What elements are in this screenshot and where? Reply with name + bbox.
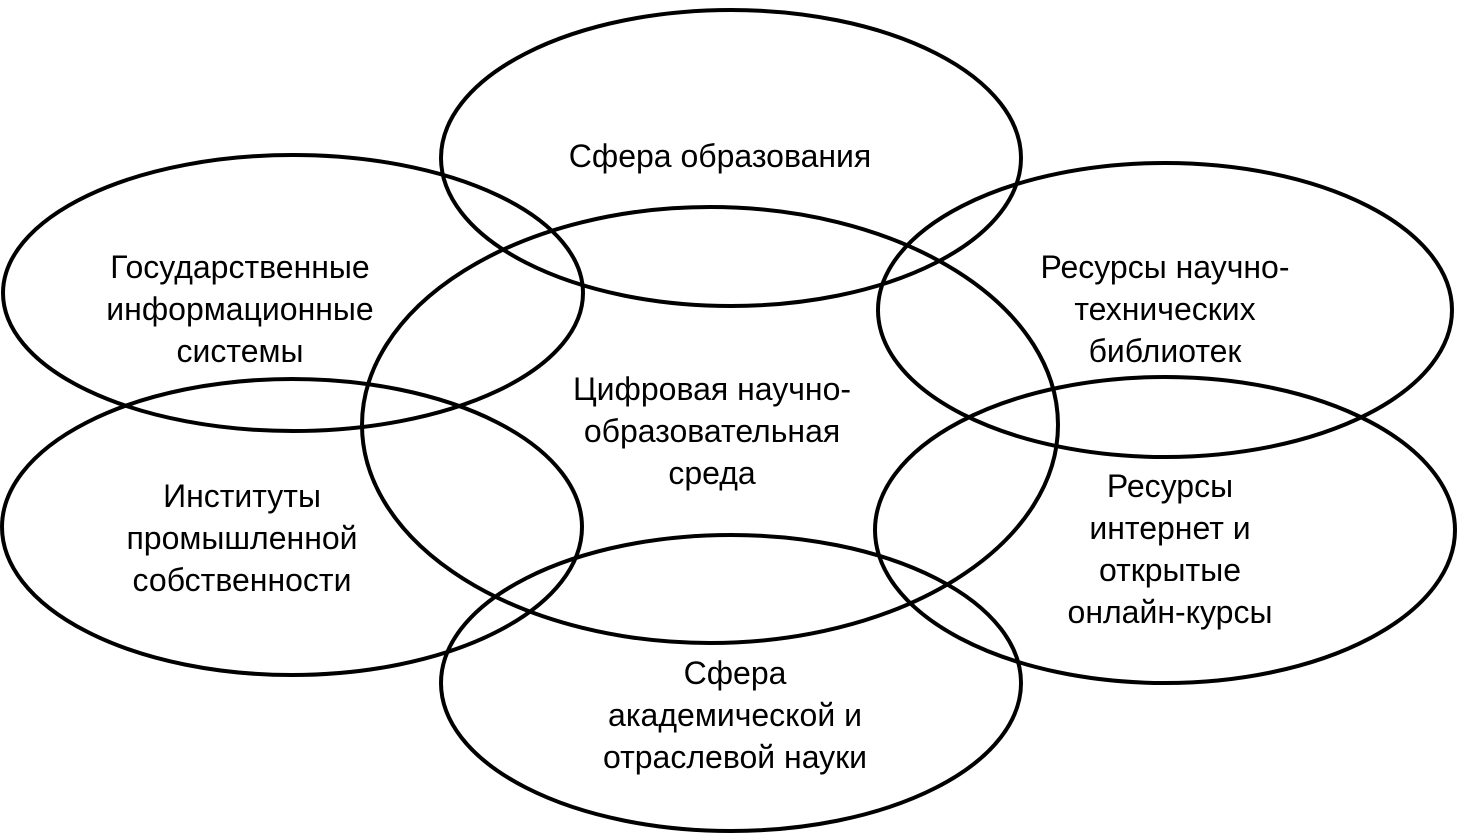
libraries-label: Ресурсы научно- технических библиотек <box>965 246 1365 372</box>
center-label: Цифровая научно- образовательная среда <box>462 368 962 494</box>
industrial-label-line: промышленной <box>126 520 358 556</box>
libraries-label-line: Ресурсы научно- <box>1040 249 1290 285</box>
ellipse-government-systems <box>1 153 585 433</box>
education-label-line: Сфера образования <box>568 138 872 174</box>
ellipse-academic-science <box>439 533 1023 833</box>
academic-label-line: академической и <box>608 697 862 733</box>
industrial-label-line: Институты <box>163 478 321 514</box>
libraries-label-line: библиотек <box>1088 333 1242 369</box>
ellipse-library-resources <box>876 161 1454 459</box>
academic-label-line: Сфера <box>683 655 787 691</box>
internet-label-line: онлайн-курсы <box>1067 594 1273 630</box>
internet-label: Ресурсы интернет и открытые онлайн-курсы <box>970 465 1370 633</box>
ellipse-industrial-property <box>0 377 584 677</box>
ellipse-digital-environment <box>360 205 1060 645</box>
internet-label-line: интернет и <box>1089 510 1251 546</box>
industrial-label-line: собственности <box>132 562 352 598</box>
libraries-label-line: технических <box>1074 291 1256 327</box>
industrial-label: Институты промышленной собственности <box>42 475 442 601</box>
government-label: Государственные информационные системы <box>40 246 440 372</box>
academic-label-line: отраслевой науки <box>603 739 867 775</box>
government-label-line: Государственные <box>110 249 370 285</box>
academic-label: Сфера академической и отраслевой науки <box>485 652 985 778</box>
internet-label-line: Ресурсы <box>1106 468 1234 504</box>
ellipse-internet-resources <box>873 375 1457 685</box>
education-label: Сфера образования <box>470 135 970 177</box>
center-label-line: образовательная <box>583 413 841 449</box>
internet-label-line: открытые <box>1099 552 1241 588</box>
center-label-line: среда <box>668 455 756 491</box>
government-label-line: системы <box>176 333 304 369</box>
center-label-line: Цифровая научно- <box>572 371 852 407</box>
ellipse-education <box>439 8 1023 308</box>
government-label-line: информационные <box>106 291 374 327</box>
